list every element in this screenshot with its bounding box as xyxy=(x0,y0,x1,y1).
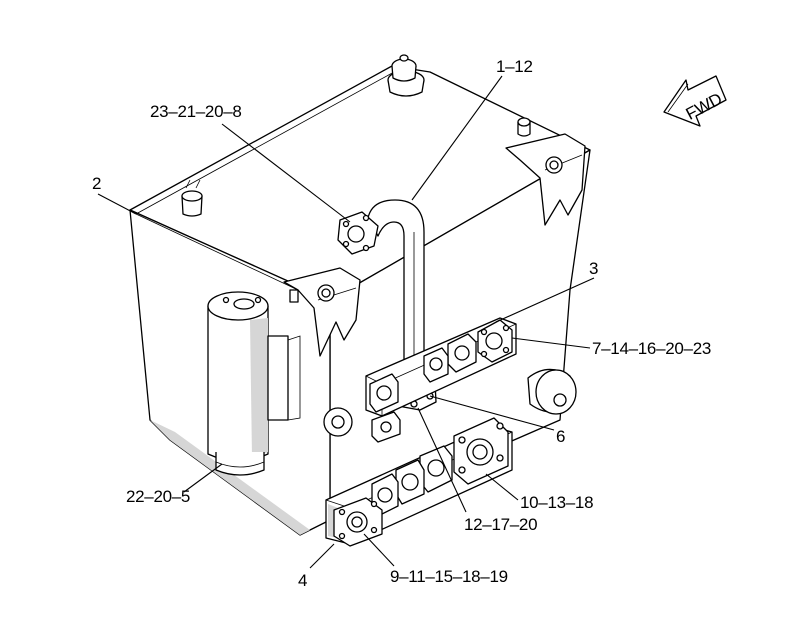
callout-4: 4 xyxy=(298,571,307,590)
callout-3: 3 xyxy=(589,259,598,278)
port-flange-10 xyxy=(453,417,509,485)
fwd-arrow-icon: FWD xyxy=(663,75,727,127)
callout-22-20-5: 22–20–5 xyxy=(126,487,190,506)
breather-cap xyxy=(387,54,425,97)
port-flange-upper-3 xyxy=(423,347,449,383)
lifting-bracket-rear xyxy=(505,133,586,226)
port-flange-small xyxy=(371,411,401,443)
port-flange-lower-2 xyxy=(419,445,453,493)
port-flange-lower-3 xyxy=(395,459,425,505)
filter-housing xyxy=(207,291,301,476)
pipe-flange xyxy=(337,211,379,255)
side-boss xyxy=(323,407,353,437)
callout-12-17-20: 12–17–20 xyxy=(464,515,537,534)
callout-23-21-20-8: 23–21–20–8 xyxy=(150,102,242,121)
top-fitting-left xyxy=(181,179,203,217)
callout-7-14-16-20-23: 7–14–16–20–23 xyxy=(592,339,711,358)
port-flange-upper-left xyxy=(369,373,399,413)
callout-1-12: 1–12 xyxy=(496,57,533,76)
callout-10-13-18: 10–13–18 xyxy=(520,493,593,512)
right-cylinder-boss xyxy=(527,368,577,415)
callouts: 1–12 23–21–20–8 2 3 7–14–16–20–23 6 22–2… xyxy=(92,57,711,590)
port-flange-3 xyxy=(477,319,513,363)
leader-lines xyxy=(97,75,595,569)
callout-9-11-15-18-19: 9–11–15–18–19 xyxy=(390,567,508,586)
callout-2: 2 xyxy=(92,174,101,193)
callout-6: 6 xyxy=(556,427,565,446)
port-flange-upper-2 xyxy=(447,333,477,373)
top-fitting-right xyxy=(517,117,531,137)
tank-body xyxy=(129,65,591,536)
port-flange-9 xyxy=(333,497,383,547)
lifting-bracket-front xyxy=(283,267,361,357)
